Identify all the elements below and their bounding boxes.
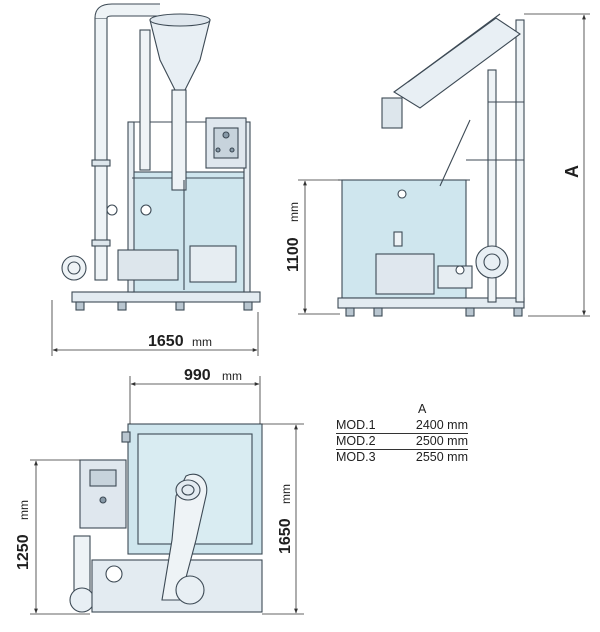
side-base-frame: [337, 297, 525, 309]
top-width-dimension: [129, 376, 261, 424]
side-motor: [375, 253, 435, 295]
model-value: 2550 mm: [415, 450, 468, 464]
front-width-unit: mm: [192, 335, 212, 349]
front-base-frame: [71, 291, 261, 303]
top-width-unit: mm: [222, 369, 242, 383]
models-table-header: A: [418, 402, 427, 416]
table-row: MOD.2 2500 mm: [336, 434, 468, 450]
top-depth-left-unit: mm: [17, 500, 31, 520]
front-width-dimension: [51, 300, 259, 356]
overall-height-dimension: [524, 13, 590, 317]
top-view: [69, 423, 263, 613]
top-depth-right-unit: mm: [279, 484, 293, 504]
side-view: [337, 13, 525, 317]
model-name: MOD.1: [336, 418, 376, 432]
model-value: 2400 mm: [415, 418, 468, 432]
top-chute: [161, 473, 208, 601]
front-cyclone: [149, 19, 211, 91]
overall-height-letter: A: [562, 165, 582, 178]
front-width-value: 1650: [148, 333, 184, 350]
top-depth-left-value: 1250: [15, 534, 32, 570]
front-pump: [117, 249, 179, 281]
side-height-unit: mm: [287, 202, 301, 222]
model-value: 2500 mm: [415, 434, 468, 448]
model-name: MOD.3: [336, 450, 376, 464]
models-table: A MOD.1 2400 mm MOD.2 2500 mm MOD.3 2550…: [336, 400, 468, 465]
model-name: MOD.2: [336, 434, 376, 448]
front-control-panel: [205, 117, 247, 169]
side-height-dimension: [298, 179, 340, 315]
top-depth-right-dimension: [262, 423, 304, 615]
table-row: MOD.1 2400 mm: [336, 418, 468, 434]
table-row: MOD.3 2550 mm: [336, 450, 468, 465]
top-width-value: 990: [184, 367, 211, 384]
top-depth-left-dimension: [30, 459, 90, 615]
side-height-value: 1100: [285, 237, 302, 272]
side-chute: [393, 17, 521, 109]
front-view: [61, 3, 261, 311]
top-depth-right-value: 1650: [277, 518, 294, 554]
